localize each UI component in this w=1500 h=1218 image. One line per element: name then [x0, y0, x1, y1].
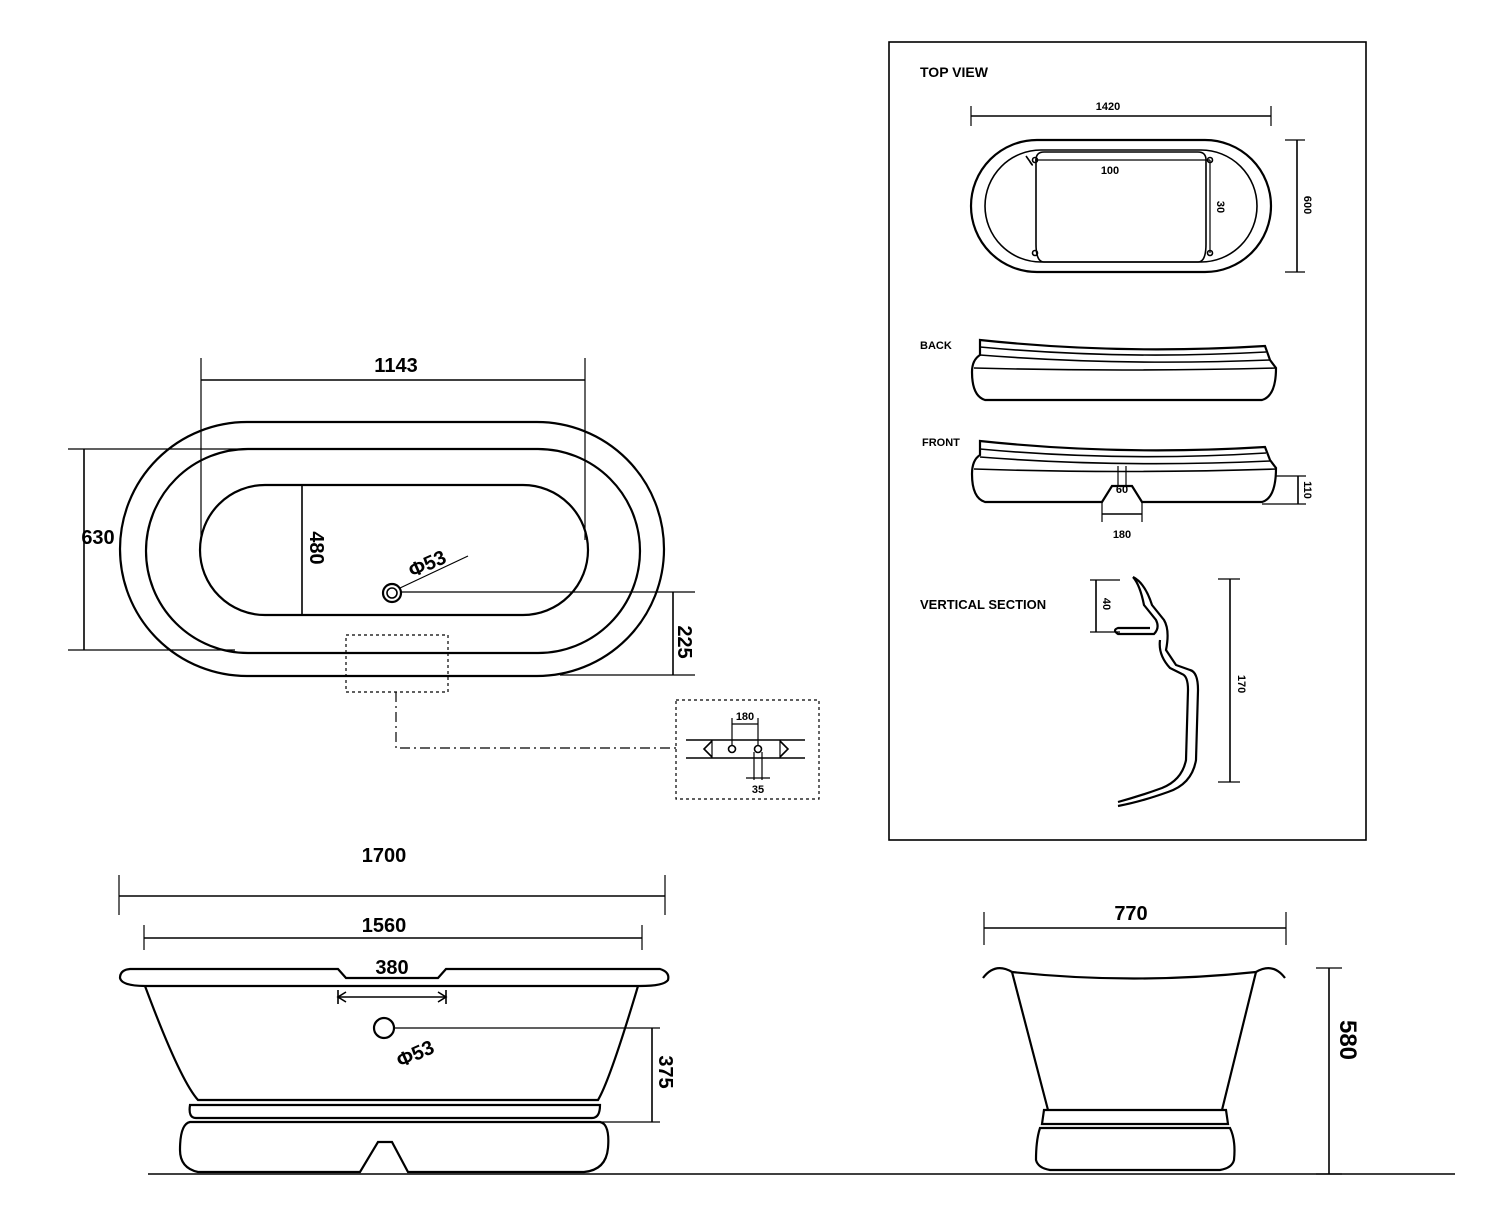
ped-dim-170: 170 [1235, 675, 1247, 693]
label-top-view: TOP VIEW [920, 64, 989, 80]
pedestal-outline [969, 138, 1273, 274]
label-vertical-section: VERTICAL SECTION [920, 597, 1046, 612]
detail-dim-180: 180 [736, 711, 754, 723]
dim-580: 580 [1334, 1020, 1361, 1060]
detail-dim-35: 35 [752, 784, 764, 796]
tub-side-view: 1700 1560 380 375 Φ53 [118, 845, 676, 1174]
ped-dim-60: 60 [1116, 484, 1128, 496]
end-rim-right [1255, 967, 1286, 979]
ped-dim-30: 30 [1214, 201, 1226, 213]
dim-1700: 1700 [362, 845, 407, 867]
side-collar [188, 1103, 602, 1120]
side-body [143, 985, 640, 1102]
pedestal-recess [1035, 151, 1207, 263]
dim-770: 770 [1114, 903, 1147, 925]
detail-callout-box [345, 634, 449, 693]
tub-basin [198, 483, 590, 617]
ped-dim-40: 40 [1100, 598, 1112, 610]
front-elevation [970, 439, 1278, 504]
pedestal-panel: TOP VIEW 1420 100 30 600 BACK FRONT [888, 41, 1367, 841]
dim-630: 630 [81, 527, 114, 549]
dim-375: 375 [654, 1055, 676, 1088]
side-rim [118, 967, 670, 988]
tub-outer-rim [118, 420, 666, 678]
end-pedestal [1034, 1126, 1236, 1172]
dim-1143: 1143 [374, 355, 417, 377]
dim-380: 380 [375, 957, 408, 979]
section-profile [1117, 576, 1200, 808]
end-rim-left [982, 967, 1013, 979]
dim-drain-dia-top: Φ53 [405, 547, 449, 583]
side-drain [372, 1016, 396, 1040]
side-pedestal [178, 1120, 610, 1174]
drain-hole [381, 582, 403, 604]
ped-dim-100: 100 [1101, 165, 1119, 177]
label-back: BACK [920, 340, 952, 352]
faucet-hole-detail: 180 35 [675, 699, 820, 800]
panel-frame [888, 41, 1367, 841]
tub-inner-rim [144, 447, 642, 655]
label-front: FRONT [922, 437, 960, 449]
ped-dim-110: 110 [1301, 481, 1313, 499]
detail-box [675, 699, 820, 800]
end-body [1010, 971, 1258, 1111]
dim-225: 225 [673, 625, 695, 658]
end-collar [1040, 1108, 1230, 1126]
back-elevation [970, 338, 1278, 402]
ped-dim-600: 600 [1301, 196, 1313, 214]
dim-1560: 1560 [362, 915, 407, 937]
dim-480: 480 [305, 531, 327, 564]
tub-top-view: 1143 630 480 Φ53 225 [68, 355, 695, 749]
ped-dim-1420: 1420 [1096, 101, 1120, 113]
tub-end-view: 770 580 [982, 903, 1361, 1175]
ped-dim-180: 180 [1113, 529, 1131, 541]
drain-hole-inner [386, 587, 398, 599]
dim-drain-dia-side: Φ53 [393, 1037, 437, 1073]
